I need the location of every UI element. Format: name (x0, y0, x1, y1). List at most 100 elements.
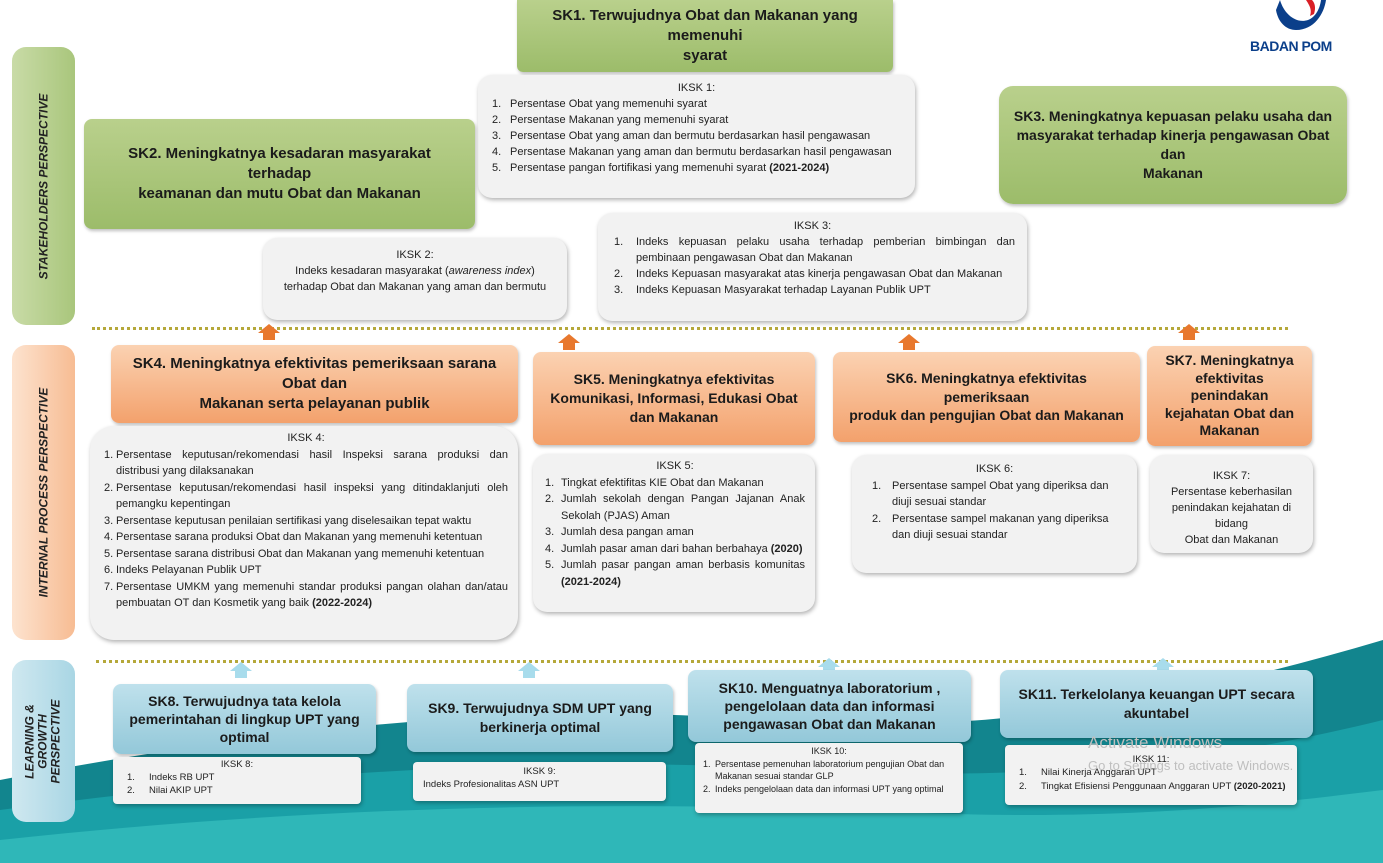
iksk2-title: IKSK 2: (396, 249, 434, 261)
list-item: 3.Jumlah desa pangan aman (545, 526, 694, 538)
list-item: 2.Persentase Makanan yang memenuhi syara… (492, 113, 729, 126)
iksk9-title: IKSK 9: (523, 766, 556, 777)
sk8-title-line1: SK8. Terwujudnya tata kelola (148, 692, 341, 709)
sk9-title-line1: SK9. Terwujudnya SDM UPT yang (428, 700, 652, 717)
list-item: 5.Persentase sarana distribusi Obat dan … (104, 547, 485, 560)
sk11-title-line1: SK11. Terkelolanya keuangan UPT secara (1018, 686, 1295, 703)
list-item: 3.Persentase keputusan penilaian sertifi… (104, 514, 472, 527)
sk10-title-line2: pengelolaan data dan informasi (724, 697, 935, 714)
arrow-up-icon (230, 662, 252, 678)
arrow-up-icon (258, 324, 280, 340)
sk7-title-line2: efektivitas penindakan (1190, 369, 1269, 404)
arrow-up-icon (518, 662, 540, 678)
iksk1-box: IKSK 1: 1.Persentase Obat yang memenuhi … (478, 75, 915, 198)
iksk9-line: Indeks Profesionalitas ASN UPT (423, 778, 560, 790)
iksk4-title: IKSK 4: (287, 432, 325, 444)
logo-text: BADAN POM (1250, 38, 1332, 54)
sk7-title-line1: SK7. Meningkatnya (1165, 352, 1294, 369)
list-item: 5.Persentase pangan fortifikasi yang mem… (492, 161, 830, 174)
list-item: 1.Persentase Obat yang memenuhi syarat (492, 97, 707, 110)
list-item: 2.Indeks pengelolaan data dan informasi … (703, 783, 944, 794)
iksk10-title: IKSK 10: (811, 746, 847, 756)
iksk1-list: 1.Persentase Obat yang memenuhi syarat 2… (488, 97, 905, 177)
learning-growth-perspective-label: LEARNING & GROWTH PERSPECTIVE (23, 698, 63, 784)
internal-process-perspective-label: INTERNAL PROCESS PERSPECTIVE (36, 387, 51, 598)
iksk8-list: 1.Indeks RB UPT 2.Nilai AKIP UPT (123, 772, 351, 798)
sk6-title-line2: produk dan pengujian Obat dan Makanan (849, 407, 1124, 424)
sk11-box: SK11. Terkelolanya keuangan UPT secara a… (1000, 670, 1313, 738)
sk1-title-line2: syarat (682, 47, 728, 65)
sk8-title-line3: optimal (219, 729, 270, 746)
separator-internal-learning (96, 660, 1288, 663)
iksk11-list: 1.Nilai Kinerja Anggaran UPT 2.Tingkat E… (1015, 766, 1287, 793)
sk6-box: SK6. Meningkatnya efektivitas pemeriksaa… (833, 352, 1140, 442)
list-item: 6.Indeks Pelayanan Publik UPT (104, 564, 262, 576)
iksk9-box: IKSK 9: Indeks Profesionalitas ASN UPT (413, 762, 666, 801)
iksk4-list: 1.Persentase keputusan/rekomendasi hasil… (104, 447, 508, 612)
sk7-title-line4: Makanan (1199, 422, 1260, 439)
iksk6-box: IKSK 6: 1.Persentase sampel Obat yang di… (852, 455, 1137, 573)
iksk2-box: IKSK 2: Indeks kesadaran masyarakat (awa… (263, 238, 567, 320)
sk8-box: SK8. Terwujudnya tata kelola pemerintaha… (113, 684, 376, 754)
learning-growth-perspective-tab: LEARNING & GROWTH PERSPECTIVE (12, 660, 75, 822)
sk3-title-line3: Makanan (1143, 164, 1203, 181)
activate-windows-title: Activate Windows (1088, 733, 1223, 752)
activate-windows-subtitle: Go to Settings to activate Windows. (1088, 758, 1294, 773)
iksk10-box: IKSK 10: 1.Persentase pemenuhan laborato… (695, 743, 963, 813)
iksk8-box: IKSK 8: 1.Indeks RB UPT 2.Nilai AKIP UPT (113, 757, 361, 804)
iksk6-title: IKSK 6: (975, 463, 1014, 475)
sk11-title-line2: akuntabel (1123, 705, 1190, 721)
sk7-box: SK7. Meningkatnya efektivitas penindakan… (1147, 346, 1312, 446)
list-item: 1.Indeks RB UPT (127, 771, 215, 783)
sk3-title-line2: masyarakat terhadap kinerja pengawasan O… (1016, 127, 1330, 162)
iksk7-title: IKSK 7: (1212, 470, 1251, 482)
sk2-title-line2: keamanan dan mutu Obat dan Makanan (138, 185, 421, 203)
list-item: 7.Persentase UMKM yang memenuhi standar … (104, 580, 508, 610)
iksk7-line2: penindakan kejahatan di bidang (1171, 501, 1292, 530)
sk8-title-line2: pemerintahan di lingkup UPT yang (129, 710, 360, 727)
sk4-title-line2: Makanan serta pelayanan publik (199, 395, 430, 413)
sk10-box: SK10. Menguatnya laboratorium , pengelol… (688, 670, 971, 742)
list-item: 4.Persentase sarana produksi Obat dan Ma… (104, 531, 483, 543)
iksk7-box: IKSK 7: Persentase keberhasilan penindak… (1150, 455, 1313, 553)
list-item: 3.Indeks Kepuasan Masyarakat terhadap La… (614, 283, 931, 296)
list-item: 4.Jumlah pasar aman dari bahan berbahaya… (545, 542, 803, 555)
list-item: 1.Persentase pemenuhan laboratorium peng… (703, 758, 945, 782)
list-item: 1.Persentase keputusan/rekomendasi hasil… (104, 448, 508, 478)
sk9-box: SK9. Terwujudnya SDM UPT yang berkinerja… (407, 684, 673, 752)
list-item: 2.Nilai AKIP UPT (127, 784, 213, 796)
iksk3-title: IKSK 3: (793, 220, 832, 232)
list-item: 1.Nilai Kinerja Anggaran UPT (1019, 767, 1157, 779)
separator-stakeholders-internal (92, 327, 1288, 330)
iksk5-box: IKSK 5: 1.Tingkat efektifitas KIE Obat d… (533, 454, 815, 612)
list-item: 4.Persentase Makanan yang aman dan bermu… (492, 145, 892, 158)
list-item: 2.Persentase keputusan/rekomendasi hasil… (104, 481, 508, 511)
arrow-up-icon (898, 334, 920, 350)
logo-swoosh-icon (1276, 0, 1326, 30)
iksk1-title: IKSK 1: (677, 82, 716, 94)
arrow-up-icon (558, 334, 580, 350)
internal-process-perspective-tab: INTERNAL PROCESS PERSPECTIVE (12, 345, 75, 640)
iksk11-box: IKSK 11: 1.Nilai Kinerja Anggaran UPT 2.… (1005, 745, 1297, 805)
sk5-box: SK5. Meningkatnya efektivitas Komunikasi… (533, 352, 815, 445)
iksk7-line1: Persentase keberhasilan (1170, 485, 1293, 498)
list-item: 1.Persentase sampel Obat yang diperiksa … (872, 479, 1109, 509)
list-item: 3.Persentase Obat yang aman dan bermutu … (492, 129, 871, 142)
iksk11-title: IKSK 11: (1132, 754, 1170, 765)
list-item: 2.Persentase sampel makanan yang diperik… (872, 512, 1109, 542)
list-item: 2.Indeks Kepuasan masyarakat atas kinerj… (614, 267, 1003, 280)
iksk8-title: IKSK 8: (220, 759, 254, 770)
iksk3-box: IKSK 3: 1.Indeks kepuasan pelaku usaha t… (598, 213, 1027, 321)
sk2-box: SK2. Meningkatnya kesadaran masyarakat t… (84, 119, 475, 229)
stakeholders-perspective-tab: STAKEHOLDERS PERSPECTIVE (12, 47, 75, 325)
sk1-title-line1: SK1. Terwujudnya Obat dan Makanan yang m… (552, 6, 858, 44)
iksk4-box: IKSK 4: 1.Persentase keputusan/rekomenda… (90, 426, 518, 640)
iksk5-list: 1.Tingkat efektifitas KIE Obat dan Makan… (545, 475, 805, 591)
sk3-title-line1: SK3. Meningkatnya kepuasan pelaku usaha … (1013, 108, 1333, 125)
sk7-title-line3: kejahatan Obat dan (1164, 404, 1295, 421)
iksk2-line2: terhadap Obat dan Makanan yang aman dan … (283, 280, 547, 293)
list-item: 2.Tingkat Efisiensi Penggunaan Anggaran … (1019, 780, 1286, 792)
sk10-title-line3: pengawasan Obat dan Makanan (723, 716, 936, 733)
sk5-title-line3: dan Makanan (629, 408, 719, 425)
